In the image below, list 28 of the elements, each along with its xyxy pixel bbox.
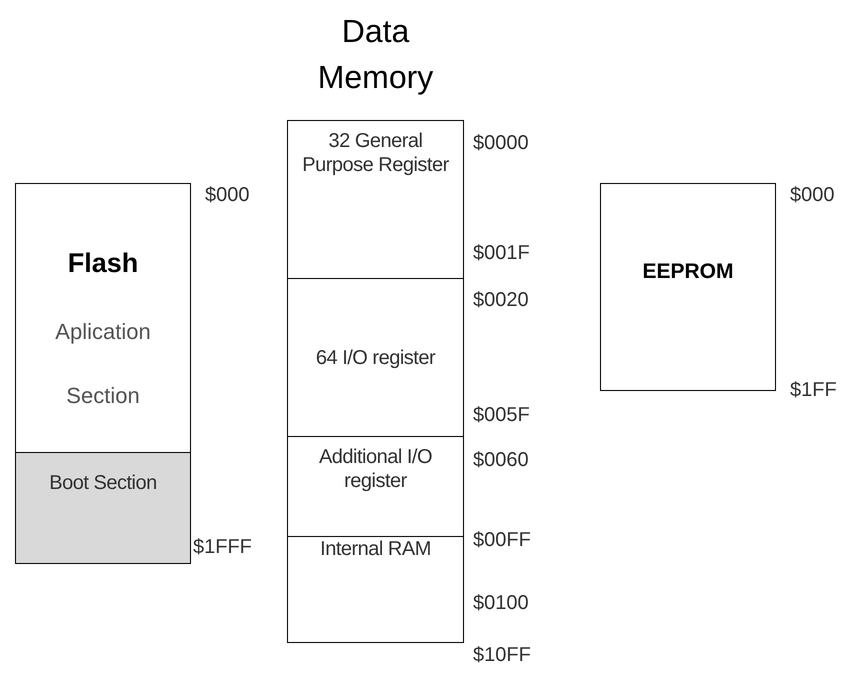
address-label: $00FF [473,528,531,553]
address-label: $0020 [473,288,529,313]
block-label: 32 General Purpose Register [301,129,450,177]
address-label: $001F [473,241,530,266]
block-label: EEPROM [642,259,734,285]
block-label: Internal RAM [319,537,432,561]
address-label: $0000 [473,131,529,156]
block-label: Boot Section [48,471,158,495]
address-label: $1FF [790,378,837,403]
block-label: Additional I/O register [318,445,434,493]
memory-block [287,120,464,279]
address-label: $10FF [473,643,531,668]
block-heading: Flash [68,247,138,280]
address-label: $1FFF [193,535,252,560]
memory-block [15,183,191,453]
memory-block [287,436,464,537]
memory-block [600,183,776,391]
memory-block [15,452,191,564]
block-label: 64 I/O register [314,346,436,370]
address-label: $0060 [473,448,529,473]
memory-block [287,278,464,437]
memory-block [287,536,464,643]
address-label: $000 [790,183,834,208]
block-label: Aplication Section [54,318,152,410]
address-label: $005F [473,403,530,428]
address-label: $000 [205,183,250,208]
diagram-title: Data Memory [316,12,434,97]
address-label: $0100 [473,591,529,616]
